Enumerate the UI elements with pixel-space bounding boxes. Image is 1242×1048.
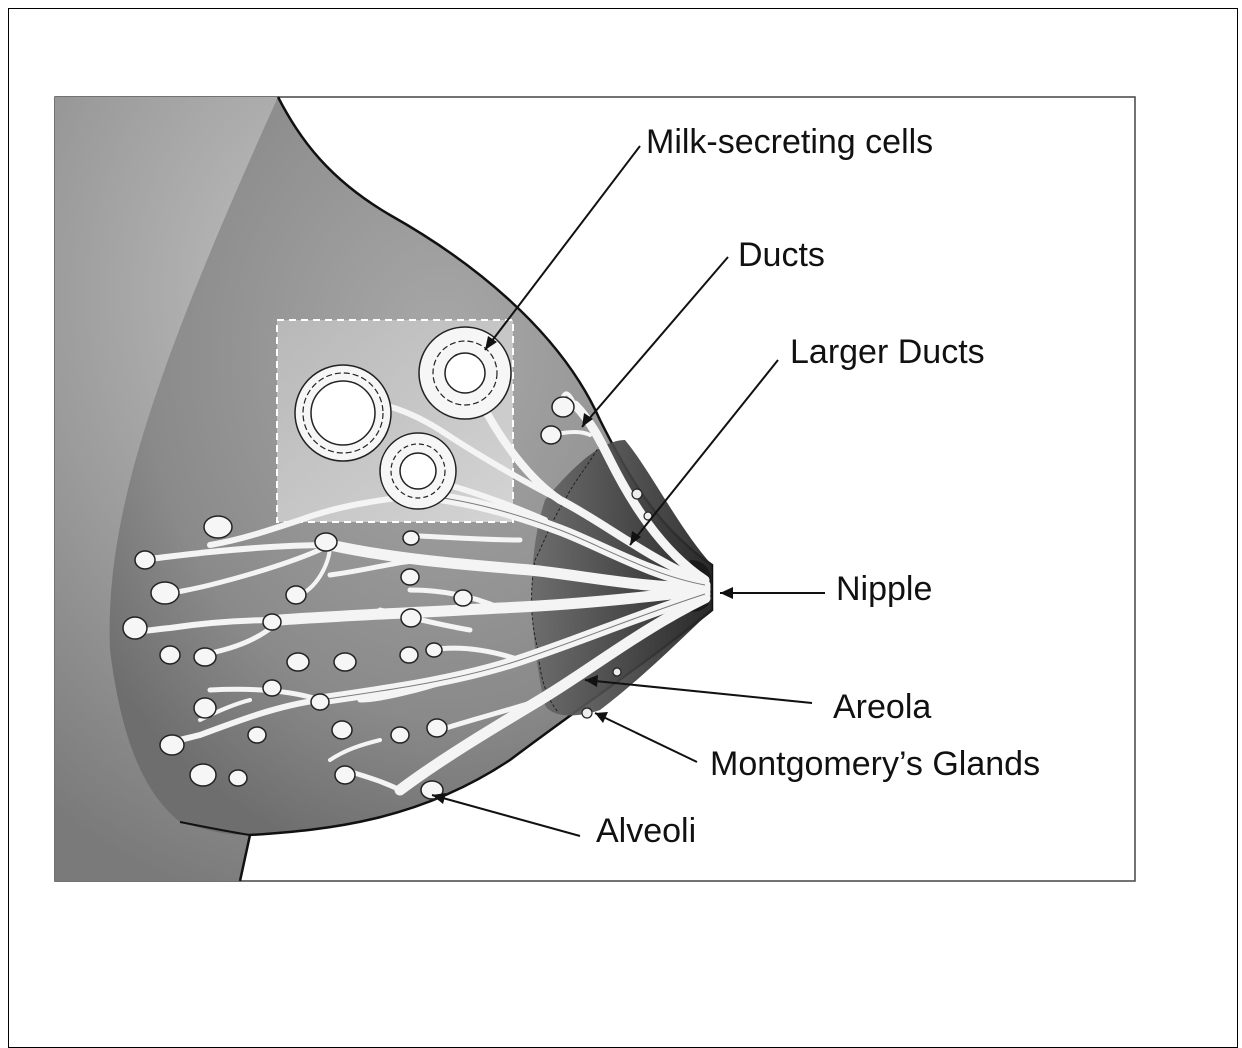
label-areola: Areola bbox=[833, 690, 931, 724]
label-larger-ducts: Larger Ducts bbox=[790, 335, 985, 369]
breast-anatomy-diagram bbox=[0, 0, 1242, 1015]
label-alveoli: Alveoli bbox=[596, 814, 696, 848]
label-montgomerys-glands: Montgomery’s Glands bbox=[710, 747, 1040, 781]
label-ducts: Ducts bbox=[738, 238, 825, 272]
label-nipple: Nipple bbox=[836, 572, 932, 606]
label-milk-secreting-cells: Milk-secreting cells bbox=[646, 125, 933, 159]
